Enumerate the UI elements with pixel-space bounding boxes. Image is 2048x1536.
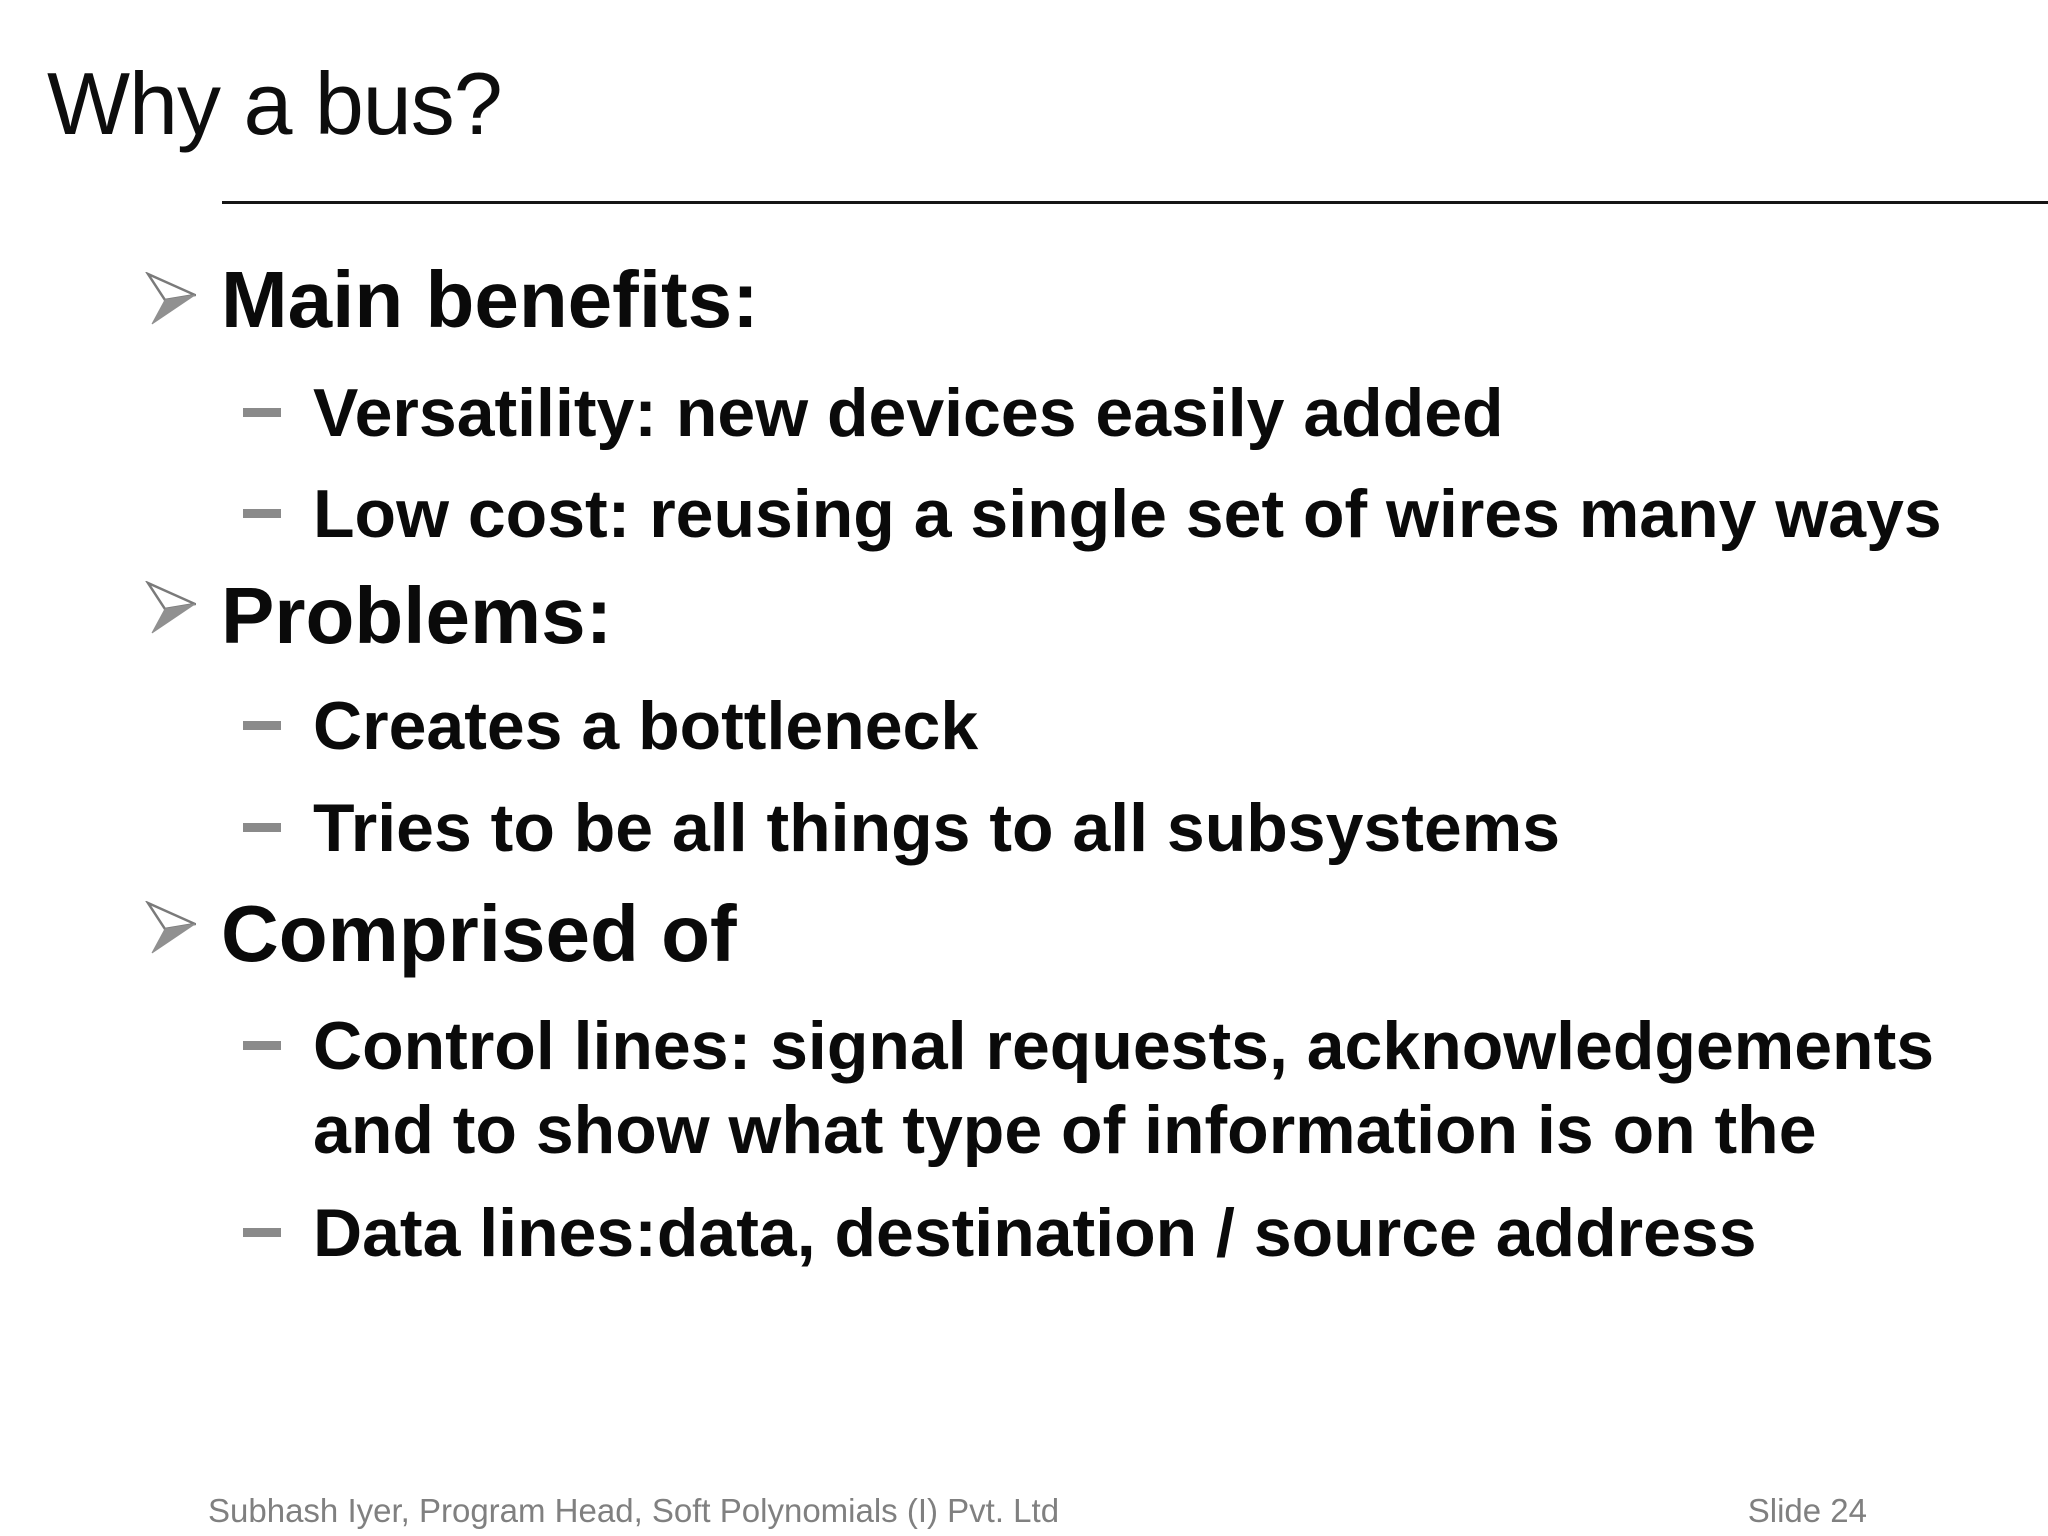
dash-bullet-icon (243, 823, 281, 832)
bullet-control-lines: Control lines: signal requests, acknowle… (313, 1008, 1935, 1168)
slide-title: Why a bus? (47, 54, 503, 153)
bullet-problems: Problems: (221, 571, 613, 660)
bullet-low-cost: Low cost: reusing a single set of wires … (313, 476, 1942, 552)
bullet-versatility: Versatility: new devices easily added (313, 375, 1504, 451)
bullet-bottleneck: Creates a bottleneck (313, 688, 979, 764)
dash-bullet-icon (243, 509, 281, 518)
dash-bullet-icon (243, 1228, 281, 1237)
bullet-comprised-of: Comprised of (221, 889, 737, 978)
footer-author-text: Subhash Iyer, Program Head, Soft Polynom… (208, 1492, 1060, 1529)
title-underline-rule (222, 201, 2048, 204)
bullet-all-things: Tries to be all things to all subsystems (313, 790, 1561, 866)
dash-bullet-icon (243, 1041, 281, 1050)
dash-bullet-icon (243, 408, 281, 417)
bullet-main-benefits: Main benefits: (221, 255, 759, 344)
dash-bullet-icon (243, 721, 281, 730)
arrowhead-bullet-icon (145, 901, 196, 954)
bullet-data-lines: Data lines:data, destination / source ad… (313, 1195, 1757, 1271)
footer-slide-number: Slide 24 (1747, 1492, 1867, 1529)
arrowhead-bullet-icon (145, 581, 196, 634)
arrowhead-bullet-icon (145, 272, 196, 325)
